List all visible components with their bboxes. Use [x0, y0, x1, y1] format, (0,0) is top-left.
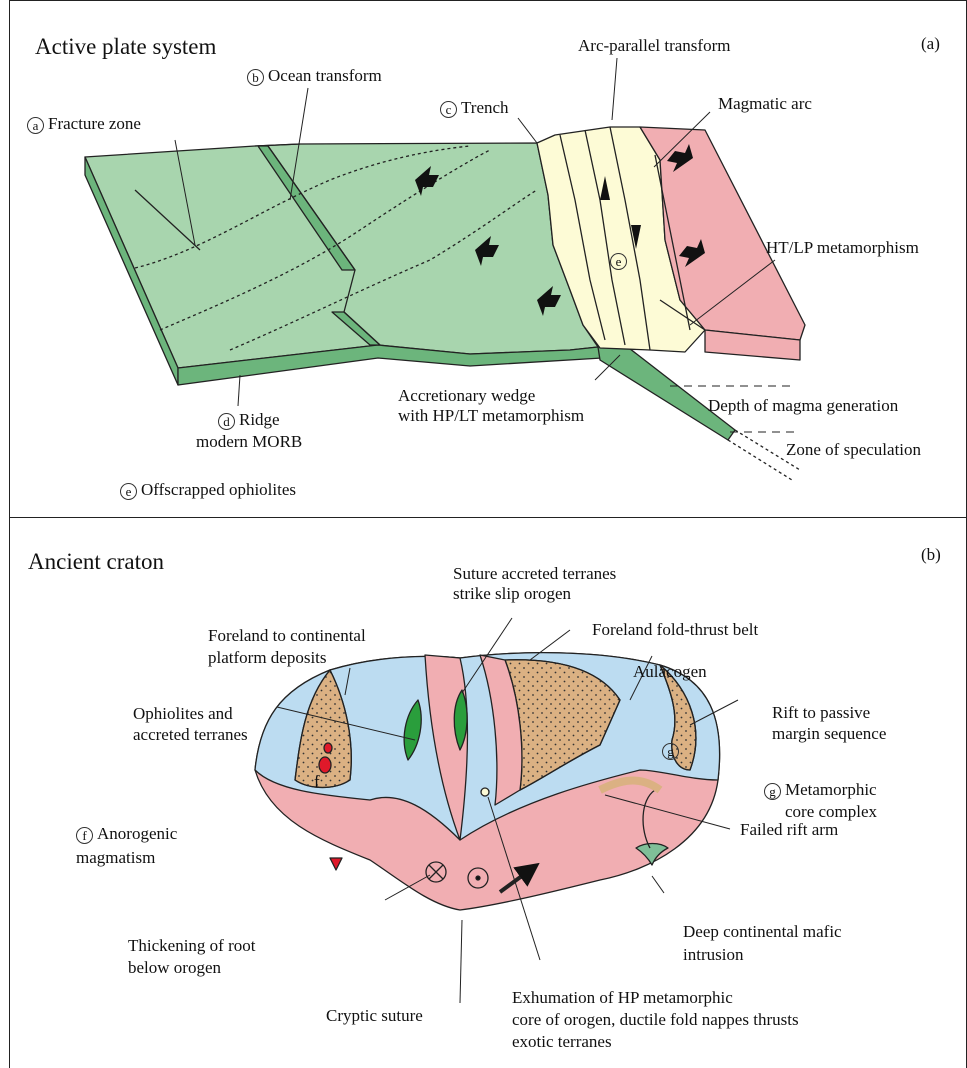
label-suture-2: strike slip orogen	[453, 584, 571, 603]
label-ophiolites-1: Ophiolites and	[133, 704, 233, 723]
label-thickening-2: below orogen	[128, 958, 221, 977]
marker-f: f	[76, 827, 93, 844]
panel-a-title: Active plate system	[35, 34, 216, 60]
panel-b-tag: (b)	[921, 545, 941, 564]
label-suture-1: Suture accreted terranes	[453, 564, 616, 583]
marker-e: e	[120, 483, 137, 500]
label-metamorphic-core-2: core complex	[785, 802, 877, 821]
marker-g: g	[764, 783, 781, 800]
label-thickening-1: Thickening of root	[128, 936, 255, 955]
label-arc-parallel-transform: Arc-parallel transform	[578, 36, 730, 55]
label-modern-morb: modern MORB	[196, 432, 302, 451]
label-inline-g: g	[662, 740, 683, 760]
label-exhumation-1: Exhumation of HP metamorphic	[512, 988, 733, 1007]
marker-d: d	[218, 413, 235, 430]
label-deep-mafic-1: Deep continental mafic	[683, 922, 842, 941]
panel-a-tag: (a)	[921, 34, 940, 53]
marker-a: a	[27, 117, 44, 134]
label-accretionary-wedge: Accretionary wedge	[398, 386, 535, 405]
label-rift-2: margin sequence	[772, 724, 886, 743]
marker-c: c	[440, 101, 457, 118]
marker-b: b	[247, 69, 264, 86]
label-foreland-platform-2: platform deposits	[208, 648, 327, 667]
label-cryptic: Cryptic suture	[326, 1006, 423, 1025]
label-failed-rift: Failed rift arm	[740, 820, 838, 839]
magma-body	[319, 757, 331, 773]
label-foreland-fold: Foreland fold-thrust belt	[592, 620, 758, 639]
panel-a-drawing	[85, 127, 805, 480]
label-accretionary-wedge-2: with HP/LT metamorphism	[398, 406, 584, 425]
label-magmatic-arc: Magmatic arc	[718, 94, 812, 113]
label-exhumation-3: exotic terranes	[512, 1032, 612, 1051]
label-inline-e: e	[610, 250, 631, 270]
label-exhumation-2: core of orogen, ductile fold nappes thru…	[512, 1010, 799, 1029]
label-rift-1: Rift to passive	[772, 703, 870, 722]
label-ht-lp: HT/LP metamorphism	[766, 238, 919, 257]
panel-b-title: Ancient craton	[28, 549, 164, 575]
label-inline-f: f	[314, 772, 320, 791]
label-anorogenic-2: magmatism	[76, 848, 155, 867]
label-ophiolites-2: accreted terranes	[133, 725, 248, 744]
label-zone-speculation: Zone of speculation	[786, 440, 921, 459]
panel-b-drawing	[255, 653, 720, 910]
label-deep-mafic-2: intrusion	[683, 945, 743, 964]
subducting-slab	[598, 345, 735, 440]
label-aulacogen: Aulacogen	[633, 662, 707, 681]
label-foreland-platform-1: Foreland to continental	[208, 626, 366, 645]
label-depth-magma: Depth of magma generation	[708, 396, 898, 415]
magma-body-2	[330, 858, 342, 870]
